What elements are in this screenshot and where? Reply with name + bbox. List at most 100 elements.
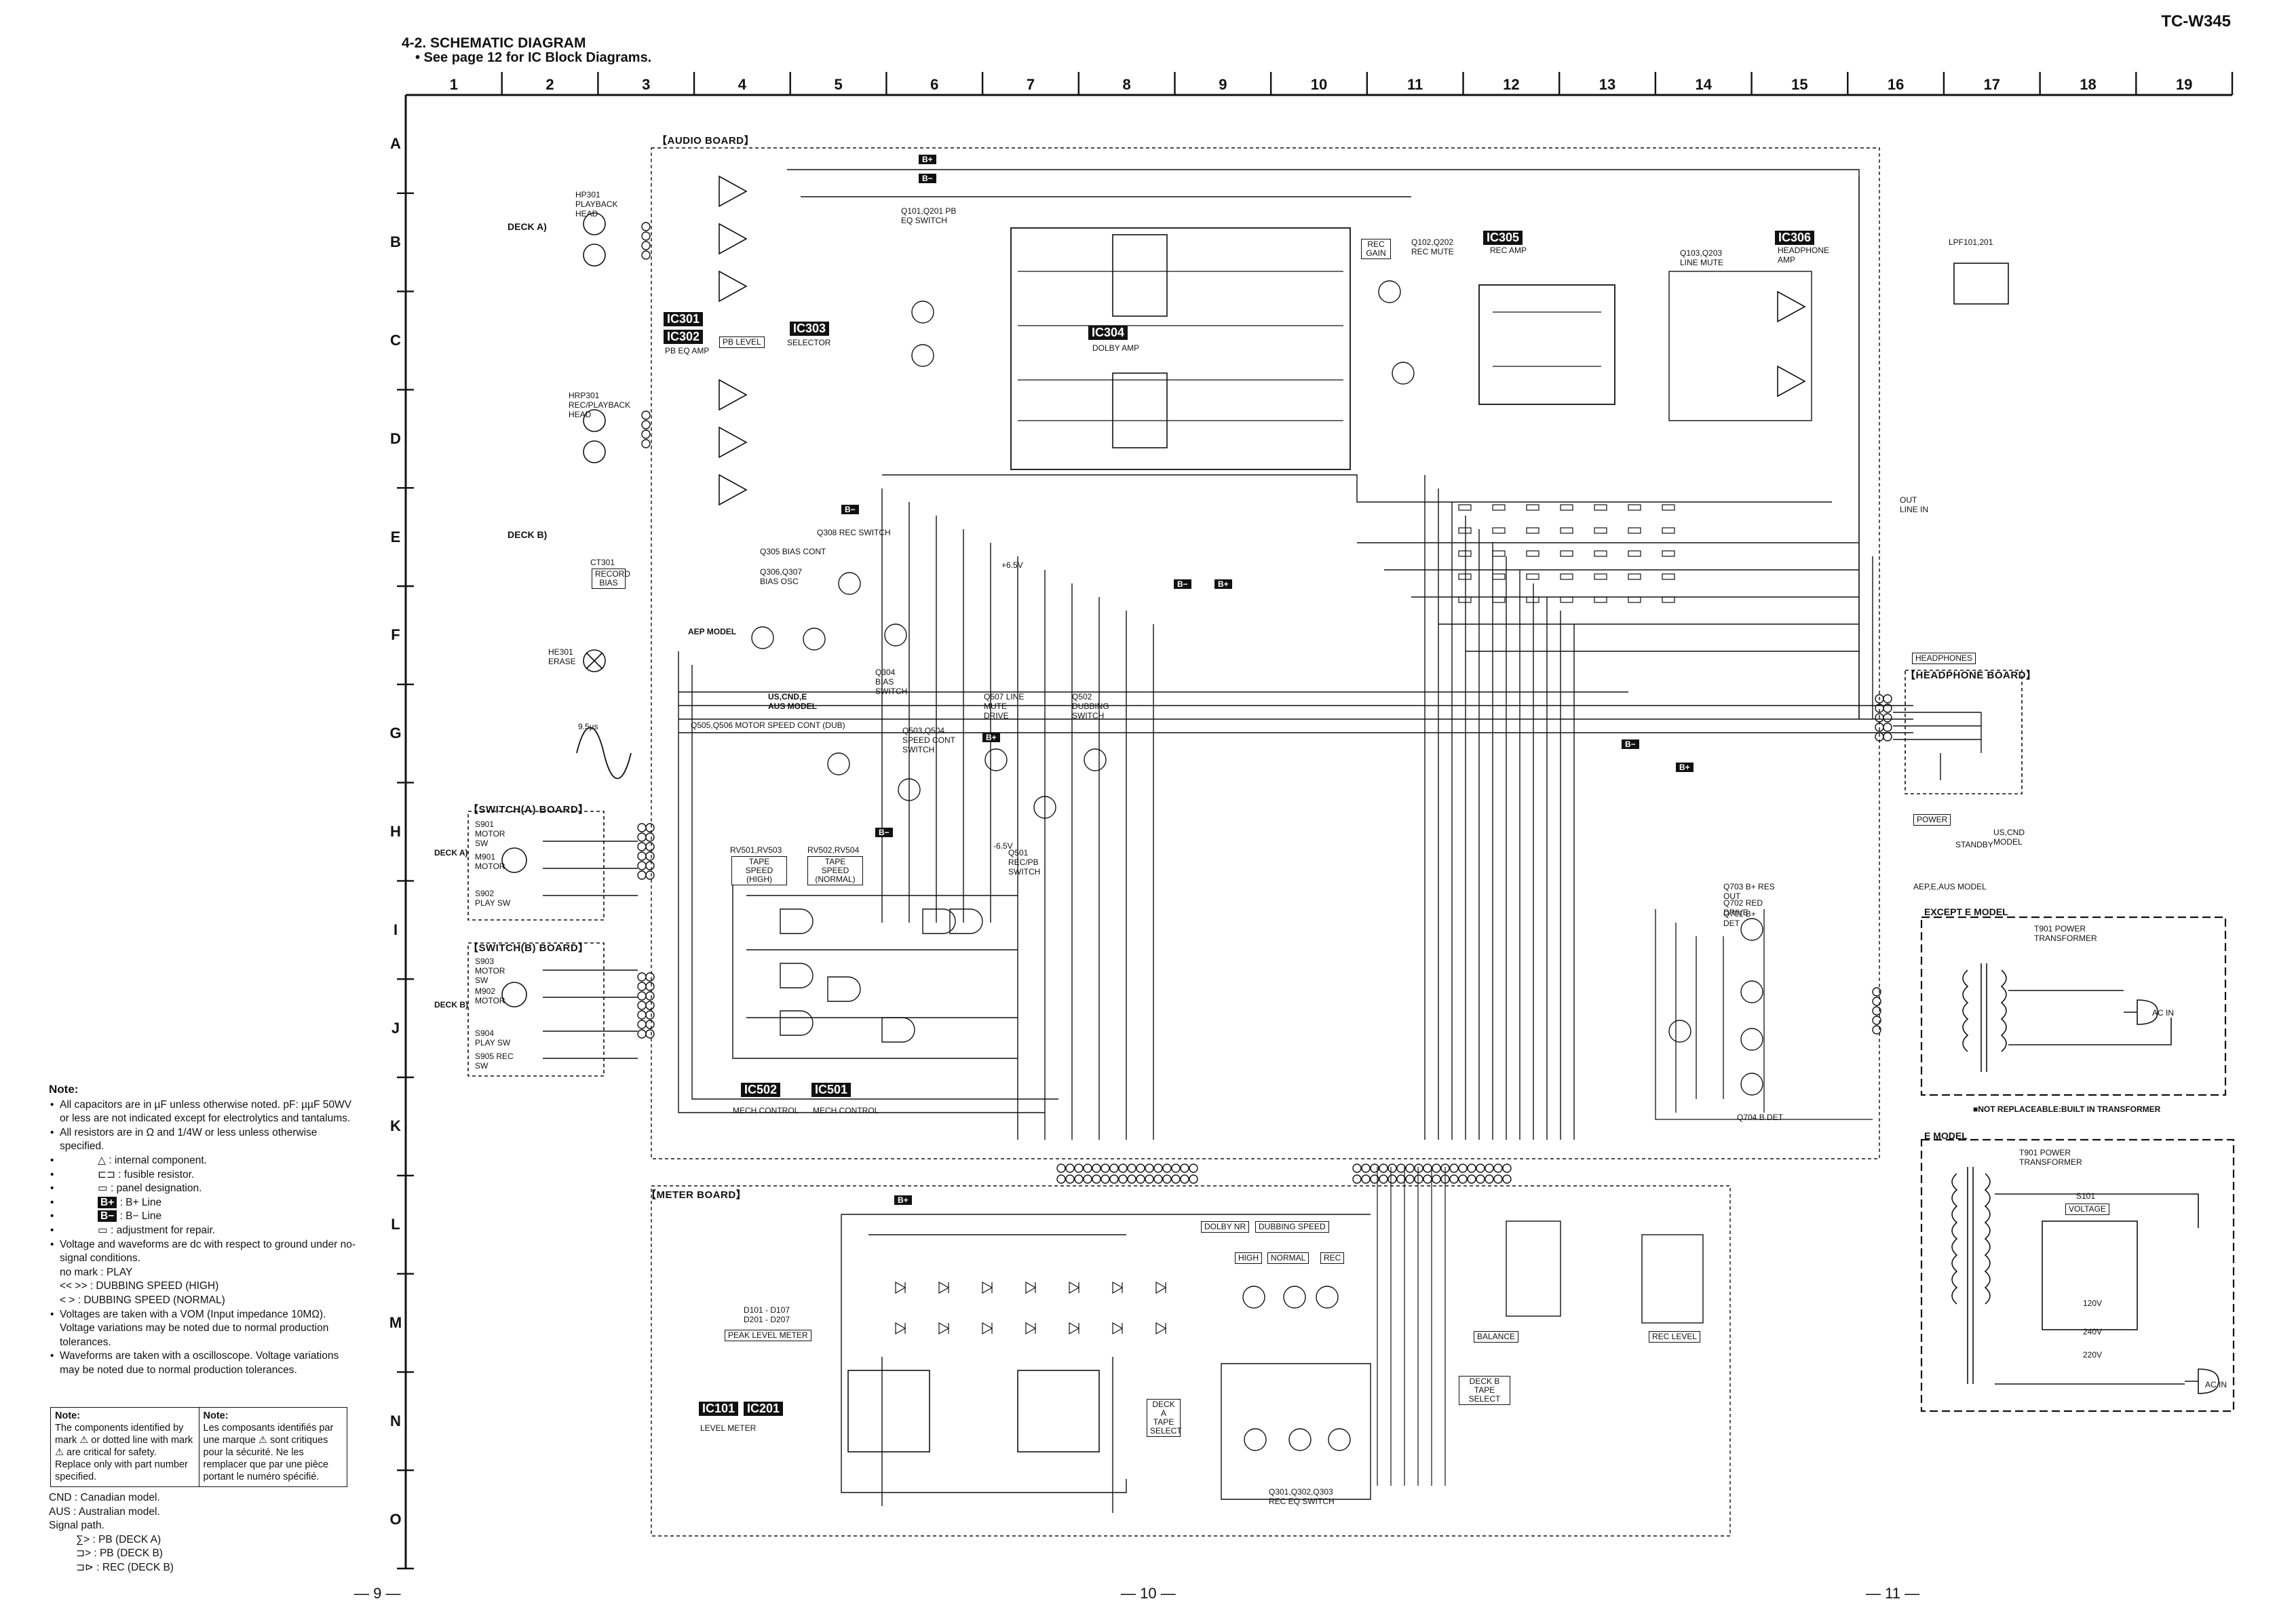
dolby-amp-label: DOLBY AMP bbox=[1092, 343, 1140, 353]
ic304-label: IC304 bbox=[1088, 326, 1128, 340]
out-line-in-label: OUT LINE IN bbox=[1900, 495, 1929, 514]
deck-a-tape-select-box: DECK A TAPE SELECT bbox=[1147, 1399, 1182, 1437]
v220-label: 220V bbox=[2083, 1350, 2103, 1360]
column-number: 17 bbox=[1983, 76, 2001, 93]
audio-board-title: 【AUDIO BOARD】 bbox=[657, 135, 754, 147]
mech-control-label-1: MECH CONTROL bbox=[733, 1106, 799, 1115]
row-letter: O bbox=[389, 1510, 402, 1528]
row-letter: L bbox=[391, 1216, 400, 1233]
aep-e-aus-model-label: AEP,E,AUS MODEL bbox=[1913, 882, 1987, 891]
row-letter: J bbox=[391, 1019, 400, 1037]
b-plus-tag-3: B+ bbox=[982, 733, 1000, 742]
b-minus-tag-4: B− bbox=[875, 828, 893, 837]
dubbing-switch-label: Q502 DUBBING SWITCH bbox=[1072, 692, 1109, 720]
rec-sw-b-label: S905 REC SW bbox=[475, 1052, 514, 1071]
power-transformer-e-label: T901 POWER TRANSFORMER bbox=[2019, 1148, 2082, 1167]
note-capacitors: All capacitors are in µF unless otherwis… bbox=[50, 1098, 356, 1126]
b-minus-tag-2: B− bbox=[841, 505, 859, 514]
rec-pb-head-label: HRP301 REC/PLAYBACK HEAD bbox=[569, 391, 631, 419]
column-number: 6 bbox=[930, 76, 939, 93]
headphone-amp-label: HEADPHONE AMP bbox=[1778, 246, 1830, 265]
column-number: 14 bbox=[1695, 76, 1712, 93]
page-number-11: — 11 — bbox=[1866, 1585, 1920, 1602]
notes-panel: Note: All capacitors are in µF unless ot… bbox=[49, 1083, 356, 1377]
model-number: TC-W345 bbox=[2161, 12, 2231, 31]
ic306-label: IC306 bbox=[1775, 231, 1815, 245]
tape-speed-normal-box: TAPE SPEED (NORMAL) bbox=[807, 856, 863, 885]
column-number: 2 bbox=[546, 76, 554, 93]
column-number: 3 bbox=[642, 76, 651, 93]
rec-mute-label: Q102,Q202 REC MUTE bbox=[1411, 237, 1454, 256]
ac-in-label: AC IN bbox=[2152, 1008, 2175, 1018]
row-letter: C bbox=[390, 332, 401, 349]
rv501-503-label: RV501,RV503 bbox=[730, 845, 782, 855]
v120-label: 120V bbox=[2083, 1298, 2103, 1308]
level-meter-label: LEVEL METER bbox=[700, 1423, 757, 1433]
erase-head-label: HE301 ERASE bbox=[548, 647, 576, 666]
s101-label: S101 bbox=[2076, 1191, 2096, 1201]
page-number-10: — 10 — bbox=[1121, 1585, 1176, 1602]
rec-level-box: REC LEVEL bbox=[1649, 1331, 1701, 1343]
bias-cont-label: Q305 BIAS CONT bbox=[760, 547, 826, 556]
note-signal-path: Signal path. bbox=[49, 1520, 104, 1532]
play-sw-a-label: S902 PLAY SW bbox=[475, 889, 511, 908]
pb-head-label: HP301 PLAYBACK HEAD bbox=[575, 190, 618, 218]
row-letter: E bbox=[390, 528, 401, 545]
pb-eq-amp-label: PB EQ AMP bbox=[665, 346, 710, 355]
dubbing-speed-box: DUBBING SPEED bbox=[1255, 1221, 1329, 1233]
selector-label: SELECTOR bbox=[787, 338, 831, 347]
page-title: 4-2. SCHEMATIC DIAGRAM bbox=[402, 35, 586, 51]
column-number: 19 bbox=[2175, 76, 2193, 93]
pb-eq-switch-label: Q101,Q201 PB EQ SWITCH bbox=[901, 206, 957, 225]
us-model-label: US,CND,E AUS MODEL bbox=[768, 692, 817, 711]
b-plus-icon: B+ bbox=[98, 1196, 117, 1208]
column-number: 4 bbox=[738, 76, 747, 93]
high-box: HIGH bbox=[1235, 1252, 1262, 1264]
aep-model-label: AEP MODEL bbox=[688, 627, 737, 636]
column-number: 15 bbox=[1791, 76, 1808, 93]
rec-amp-label: REC AMP bbox=[1490, 246, 1527, 255]
rec-pb-switch-label: Q501 REC/PB SWITCH bbox=[1008, 848, 1041, 877]
ic301-label: IC301 bbox=[664, 312, 704, 326]
cond-play: no mark : PLAY bbox=[60, 1266, 133, 1278]
legend-fusible: ⊏⊐ : fusible resistor. bbox=[50, 1168, 356, 1182]
record-bias-box: RECORD BIAS bbox=[592, 569, 630, 589]
row-letter: D bbox=[390, 429, 401, 447]
row-letter: N bbox=[390, 1412, 401, 1429]
safety-note-fr: Note:Les composants identifiés par une m… bbox=[203, 1410, 334, 1482]
signal-rec-b: ⊐⊳ : REC (DECK B) bbox=[76, 1561, 174, 1573]
note-vom: Voltages are taken with a VOM (Input imp… bbox=[50, 1308, 356, 1350]
speed-cont-switch-label: Q503,Q504 SPEED CONT SWITCH bbox=[902, 726, 955, 754]
note-waveforms: Waveforms are taken with a oscilloscope.… bbox=[50, 1349, 356, 1377]
power-box: POWER bbox=[1913, 814, 1951, 826]
b-plus-tag-2: B+ bbox=[1214, 579, 1232, 589]
page-subtitle: • See page 12 for IC Block Diagrams. bbox=[415, 50, 652, 65]
cond-high: << >> : DUBBING SPEED (HIGH) bbox=[60, 1280, 219, 1292]
d101-label: D101 - D107 D201 - D207 bbox=[744, 1305, 790, 1324]
motor-b-label: M902 MOTOR bbox=[475, 986, 505, 1005]
column-number: 16 bbox=[1887, 76, 1905, 93]
ic502-label: IC502 bbox=[741, 1083, 781, 1097]
legend-b-minus: B− : B− Line bbox=[50, 1210, 356, 1224]
note-cnd: CND : Canadian model. bbox=[49, 1492, 160, 1503]
ic305-label: IC305 bbox=[1483, 231, 1523, 245]
b-minus-icon: B− bbox=[98, 1210, 117, 1223]
column-number: 7 bbox=[1026, 76, 1035, 93]
column-number: 5 bbox=[834, 76, 843, 93]
rec-switch-label: Q308 REC SWITCH bbox=[817, 528, 891, 537]
column-number: 10 bbox=[1310, 76, 1328, 93]
ic303-label: IC303 bbox=[790, 322, 830, 336]
b-minus-tag-5: B− bbox=[1622, 739, 1639, 749]
signal-pb-b: ⊐> : PB (DECK B) bbox=[76, 1547, 163, 1560]
headphone-board-title: 【HEADPHONE BOARD】 bbox=[1905, 670, 2037, 681]
meter-board-title: 【METER BOARD】 bbox=[646, 1189, 747, 1201]
note-voltage: Voltage and waveforms are dc with respec… bbox=[50, 1238, 356, 1266]
motor-speed-cont-label: Q505,Q506 MOTOR SPEED CONT (DUB) bbox=[691, 720, 845, 730]
row-letter: B bbox=[390, 233, 401, 251]
tape-speed-high-box: TAPE SPEED (HIGH) bbox=[731, 856, 787, 885]
switch-a-board-title: 【SWITCH(A) BOARD】 bbox=[468, 804, 589, 815]
column-number: 9 bbox=[1219, 76, 1227, 93]
row-letter: M bbox=[389, 1314, 402, 1331]
ic201-label: IC201 bbox=[744, 1402, 784, 1416]
